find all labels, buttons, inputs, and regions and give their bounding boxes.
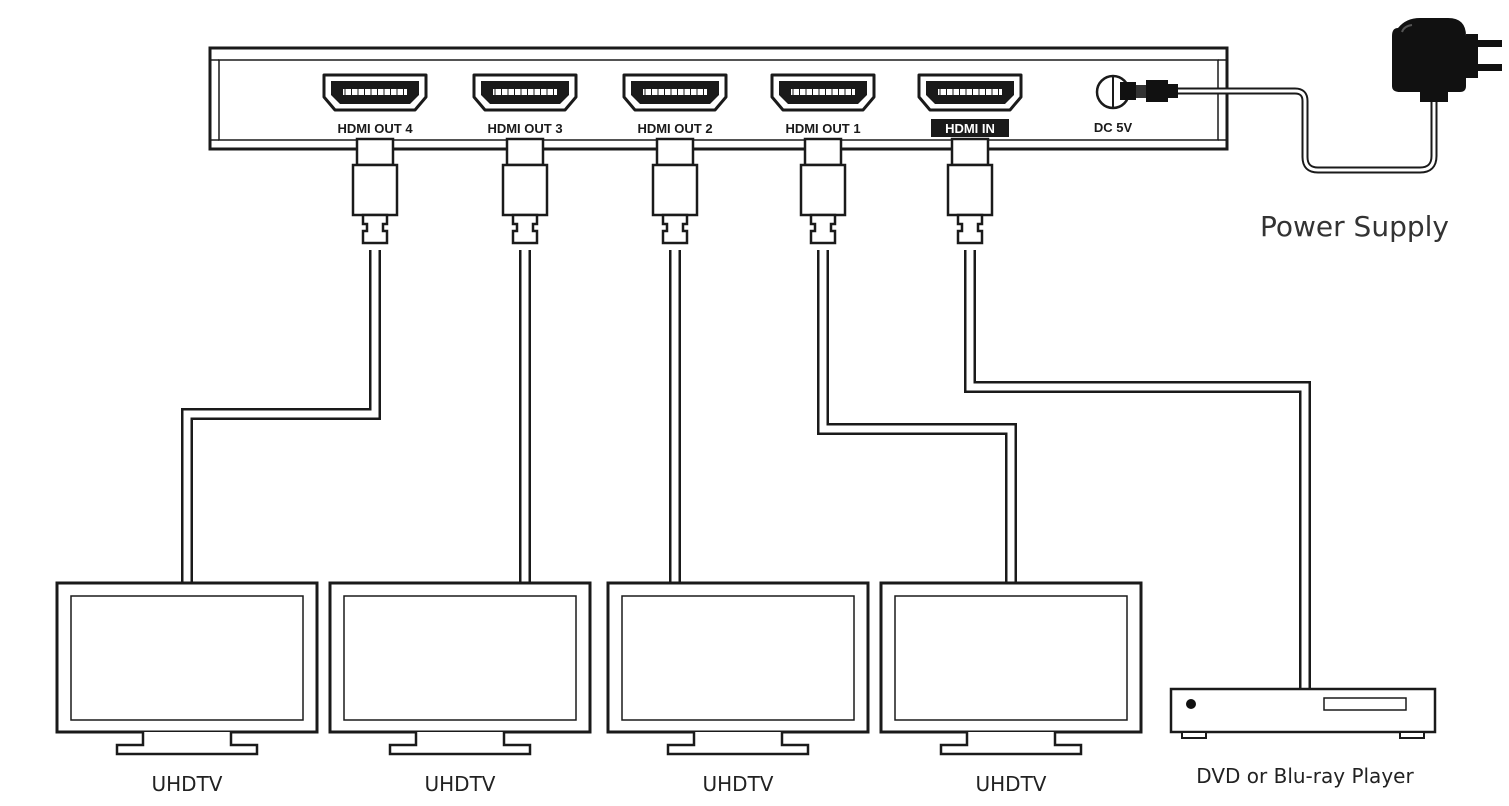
screen (894, 595, 1128, 721)
hdmi-cable-2 (501, 137, 549, 583)
hdmi-port-4: HDMI OUT 1 (770, 73, 876, 136)
dc-5v-label: DC 5V (1094, 120, 1133, 135)
uhdtv-label: UHDTV (152, 772, 223, 796)
hdmi-port-label: HDMI IN (945, 121, 995, 136)
hdmi-port-5: HDMI IN (917, 73, 1023, 137)
screen (343, 595, 577, 721)
uhdtv-label: UHDTV (703, 772, 774, 796)
dvd-player (1169, 687, 1437, 739)
uhdtv-label: UHDTV (976, 772, 1047, 796)
hdmi-port-label: HDMI OUT 1 (785, 121, 860, 136)
hdmi-in-highlight (931, 119, 1009, 137)
uhdtv-display-2: UHDTV (328, 581, 592, 796)
dc-power-jack (1095, 74, 1178, 110)
hdmi-plug (501, 137, 549, 245)
hdmi-cable-3 (651, 137, 699, 583)
uhdtv-display-4: UHDTV (879, 581, 1143, 796)
hdmi-port-label: HDMI OUT 4 (337, 121, 413, 136)
uhdtv-display-3: UHDTV (606, 581, 870, 796)
splitter-box (208, 46, 1229, 151)
dvd-player-label: DVD or Blu-ray Player (1196, 764, 1414, 788)
screen (70, 595, 304, 721)
hdmi-cable-5 (946, 137, 1311, 689)
hdmi-plug (799, 137, 847, 245)
uhdtv-display-1: UHDTV (55, 581, 319, 796)
uhdtv-label: UHDTV (425, 772, 496, 796)
hdmi-port-2: HDMI OUT 3 (472, 73, 578, 136)
hdmi-port-3: HDMI OUT 2 (622, 73, 728, 136)
hdmi-plug (351, 137, 399, 245)
hdmi-plug (946, 137, 994, 245)
hdmi-plug (651, 137, 699, 245)
hdmi-port-1: HDMI OUT 4 (322, 73, 428, 136)
power-supply-label: Power Supply (1260, 210, 1449, 243)
hdmi-cable-4 (799, 137, 1017, 583)
screen (621, 595, 855, 721)
hdmi-port-label: HDMI OUT 2 (637, 121, 712, 136)
hdmi-cable-1 (181, 137, 399, 583)
hdmi-port-label: HDMI OUT 3 (487, 121, 562, 136)
power-adapter-icon (1392, 18, 1502, 102)
